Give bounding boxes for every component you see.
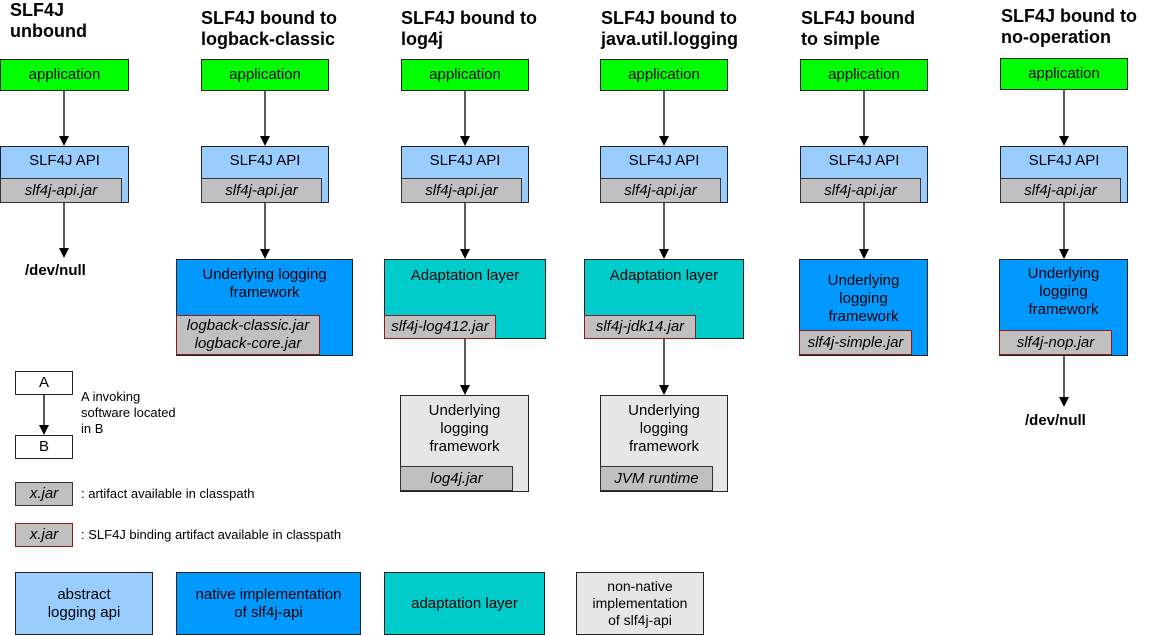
application-box: application — [600, 59, 728, 91]
column-title-simple: SLF4J bound to simple — [801, 8, 915, 49]
legend-non-native-implementation: non-native implementation of slf4j-api — [576, 572, 704, 635]
legend-box-a: A — [15, 371, 73, 395]
jar-artifact: slf4j-api.jar — [401, 178, 522, 203]
column-title-jul: SLF4J bound to java.util.logging — [601, 8, 739, 49]
legend-jar-description: : artifact available in classpath — [81, 486, 255, 501]
application-box: application — [800, 59, 928, 91]
legend-binding-description: : SLF4J binding artifact available in cl… — [81, 527, 342, 542]
binding-jar-artifact: slf4j-jdk14.jar — [584, 315, 696, 339]
jar-artifact: slf4j-api.jar — [800, 178, 921, 203]
binding-jar-artifact: slf4j-simple.jar — [799, 330, 912, 355]
legend-box-b: B — [15, 435, 73, 459]
legend-jar-swatch: x.jar — [15, 482, 73, 506]
jar-artifact: JVM runtime — [600, 466, 713, 491]
jar-artifact: slf4j-api.jar — [201, 178, 322, 203]
application-box: application — [201, 59, 329, 91]
application-box: application — [0, 59, 129, 91]
column-title-nop: SLF4J bound to no-operation — [1001, 6, 1137, 47]
column-title-unbound: SLF4J unbound — [10, 0, 87, 41]
jar-artifact: slf4j-api.jar — [1000, 178, 1121, 203]
binding-jar-artifact: slf4j-nop.jar — [999, 330, 1112, 355]
column-title-logback: SLF4J bound to logback-classic — [201, 8, 337, 49]
dev-null-label: /dev/null — [25, 262, 86, 279]
legend-arrow-description: A invoking software located in B — [81, 389, 176, 436]
jar-artifact: log4j.jar — [400, 466, 513, 491]
binding-jar-artifact: logback-classic.jar logback-core.jar — [176, 315, 320, 355]
legend-adaptation-layer: adaptation layer — [384, 572, 545, 635]
application-box: application — [401, 59, 529, 91]
legend-binding-swatch: x.jar — [15, 523, 73, 547]
column-title-log4j: SLF4J bound to log4j — [401, 8, 537, 49]
jar-artifact: slf4j-api.jar — [0, 178, 122, 203]
jar-artifact: slf4j-api.jar — [600, 178, 721, 203]
dev-null-label: /dev/null — [1025, 412, 1086, 429]
legend-abstract-api: abstract logging api — [15, 572, 153, 635]
application-box: application — [1000, 58, 1128, 90]
binding-jar-artifact: slf4j-log412.jar — [384, 315, 496, 339]
legend-native-implementation: native implementation of slf4j-api — [176, 572, 361, 635]
